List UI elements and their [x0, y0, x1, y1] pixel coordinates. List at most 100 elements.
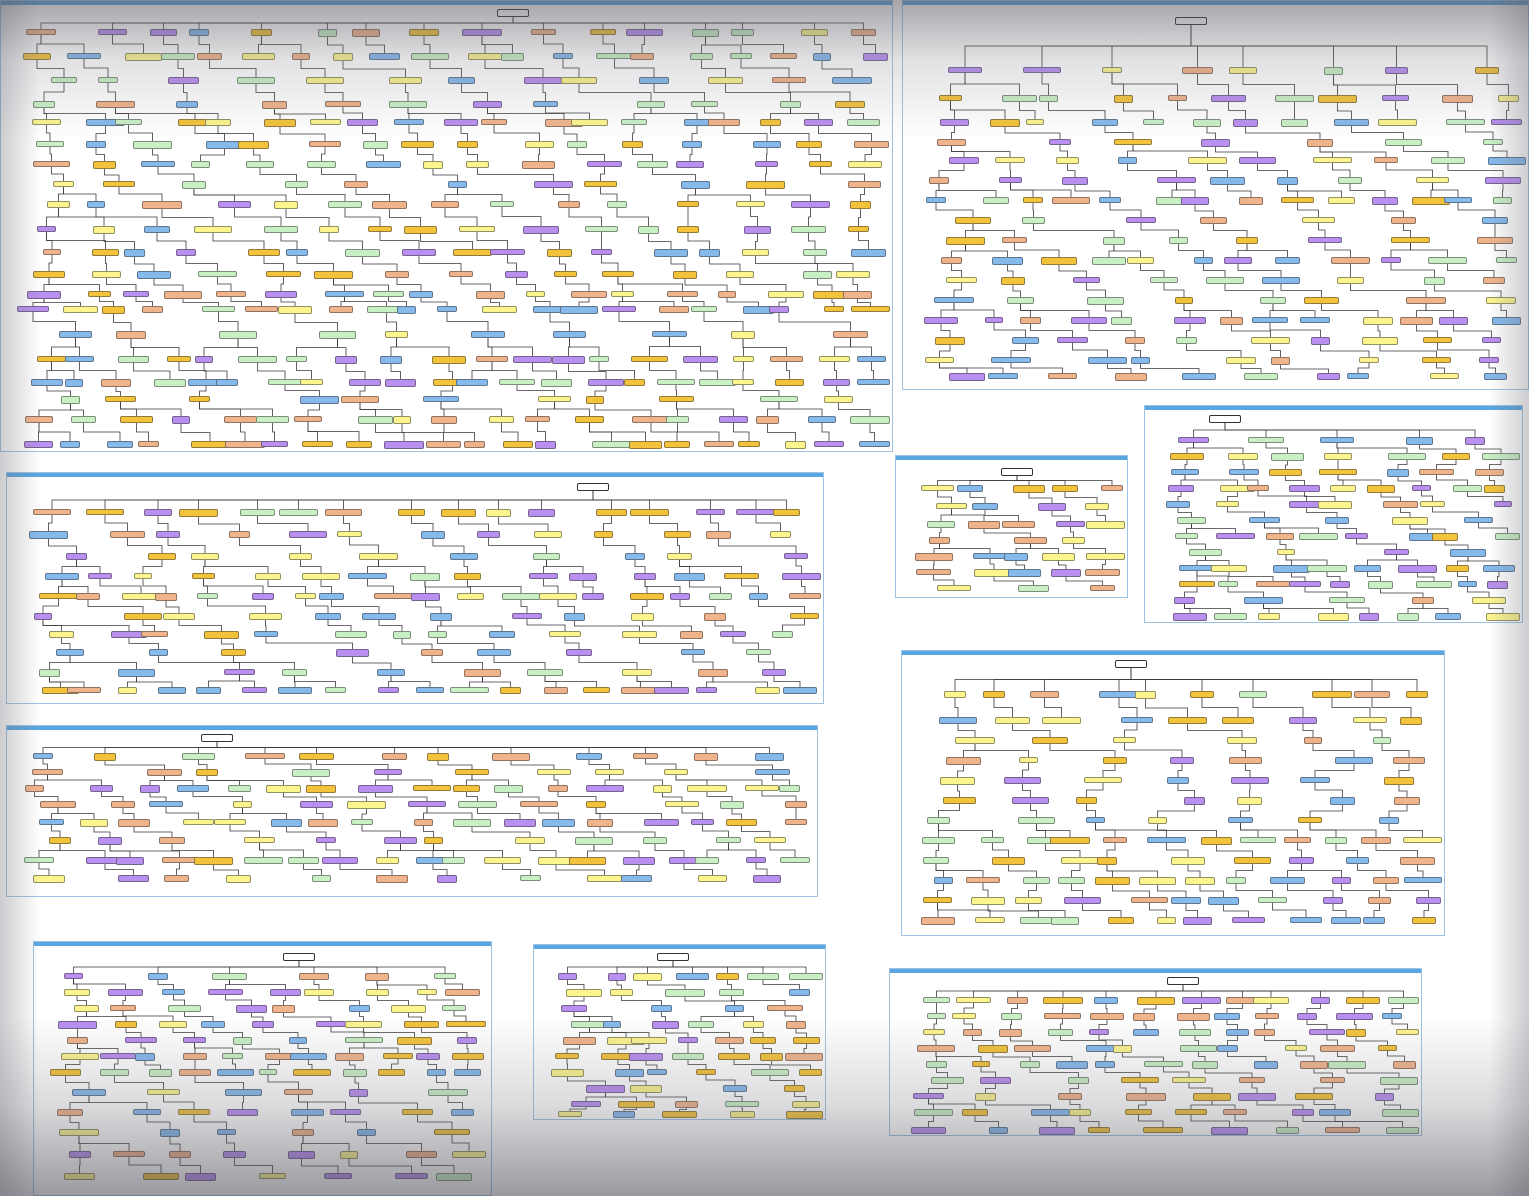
- tree-node[interactable]: [731, 331, 755, 339]
- tree-node[interactable]: [65, 379, 83, 387]
- tree-node[interactable]: [141, 631, 168, 637]
- tree-node[interactable]: [674, 573, 705, 581]
- tree-node[interactable]: [404, 226, 437, 234]
- tree-node[interactable]: [952, 1013, 976, 1019]
- tree-node[interactable]: [857, 356, 886, 362]
- tree-node[interactable]: [1170, 453, 1204, 460]
- tree-node[interactable]: [1292, 1109, 1314, 1116]
- tree-node[interactable]: [1058, 1093, 1082, 1100]
- tree-node[interactable]: [202, 306, 235, 312]
- tree-node[interactable]: [925, 357, 954, 363]
- tree-node[interactable]: [725, 1005, 744, 1012]
- tree-node[interactable]: [315, 613, 341, 620]
- tree-node[interactable]: [542, 819, 575, 827]
- tree-node[interactable]: [927, 1013, 946, 1019]
- tree-node[interactable]: [1388, 453, 1426, 460]
- tree-node[interactable]: [1211, 1127, 1248, 1135]
- tree-node[interactable]: [621, 875, 652, 882]
- tree-node[interactable]: [159, 837, 185, 844]
- tree-node[interactable]: [242, 53, 275, 60]
- tree-node[interactable]: [1168, 485, 1194, 492]
- tree-node[interactable]: [1492, 317, 1521, 325]
- tree-node[interactable]: [1189, 549, 1222, 556]
- tree-node[interactable]: [796, 141, 822, 148]
- tree-node[interactable]: [417, 989, 437, 995]
- tree-node[interactable]: [924, 317, 958, 324]
- tree-node[interactable]: [319, 593, 344, 600]
- tree-node[interactable]: [677, 201, 699, 207]
- tree-node[interactable]: [453, 819, 491, 827]
- tree-node[interactable]: [1391, 217, 1416, 224]
- tree-node[interactable]: [586, 785, 624, 792]
- tree-node[interactable]: [225, 441, 265, 448]
- tree-node[interactable]: [455, 769, 489, 775]
- tree-node[interactable]: [1387, 469, 1409, 477]
- tree-node[interactable]: [1121, 1077, 1159, 1083]
- tree-node[interactable]: [1007, 297, 1034, 304]
- tree-node[interactable]: [33, 101, 55, 108]
- tree-node[interactable]: [196, 769, 218, 776]
- tree-node[interactable]: [179, 1069, 211, 1076]
- tree-node[interactable]: [1251, 337, 1290, 344]
- tree-node[interactable]: [1042, 717, 1081, 724]
- tree-node[interactable]: [665, 801, 699, 807]
- tree-node[interactable]: [847, 119, 880, 126]
- tree-node[interactable]: [716, 837, 741, 843]
- tree-node[interactable]: [308, 819, 338, 827]
- tree-node[interactable]: [236, 1005, 267, 1013]
- tree-node[interactable]: [1289, 717, 1317, 724]
- tree-node[interactable]: [1388, 997, 1419, 1004]
- tree-node[interactable]: [286, 249, 308, 256]
- tree-node[interactable]: [1226, 877, 1246, 884]
- tree-node[interactable]: [1363, 317, 1393, 325]
- tree-node[interactable]: [372, 201, 407, 209]
- tree-node[interactable]: [651, 1005, 672, 1012]
- tree-node[interactable]: [1281, 197, 1314, 203]
- tree-node[interactable]: [87, 201, 105, 208]
- tree-node[interactable]: [452, 1053, 484, 1060]
- tree-node[interactable]: [1004, 553, 1028, 561]
- tree-node[interactable]: [1026, 119, 1044, 125]
- tree-node[interactable]: [1400, 857, 1435, 865]
- tree-node[interactable]: [98, 29, 127, 35]
- tree-node[interactable]: [450, 687, 489, 693]
- tree-node[interactable]: [1318, 501, 1352, 509]
- tree-node[interactable]: [736, 509, 776, 515]
- tree-node[interactable]: [571, 1101, 601, 1107]
- tree-node[interactable]: [428, 631, 447, 638]
- tree-node[interactable]: [804, 119, 833, 126]
- tree-node[interactable]: [1182, 373, 1216, 380]
- tree-node[interactable]: [413, 785, 451, 791]
- tree-node[interactable]: [615, 1069, 644, 1077]
- tree-node[interactable]: [246, 161, 274, 168]
- tree-node[interactable]: [1398, 565, 1437, 573]
- tree-node[interactable]: [266, 785, 301, 793]
- tree-node[interactable]: [588, 379, 624, 386]
- tree-node[interactable]: [789, 973, 823, 980]
- tree-node[interactable]: [1420, 501, 1445, 507]
- tree-node[interactable]: [64, 1173, 95, 1180]
- tree-node[interactable]: [673, 271, 697, 279]
- tree-node[interactable]: [1229, 67, 1257, 74]
- tree-node[interactable]: [1307, 565, 1347, 572]
- tree-node[interactable]: [622, 141, 643, 148]
- tree-node[interactable]: [670, 593, 690, 600]
- tree-node[interactable]: [409, 29, 439, 36]
- tree-node[interactable]: [37, 226, 56, 232]
- tree-node[interactable]: [385, 379, 416, 387]
- tree-node[interactable]: [307, 161, 336, 168]
- tree-node[interactable]: [704, 441, 734, 447]
- tree-node[interactable]: [659, 396, 694, 402]
- tree-node[interactable]: [452, 1151, 486, 1158]
- tree-node[interactable]: [105, 396, 136, 402]
- tree-node[interactable]: [1103, 837, 1127, 843]
- tree-node[interactable]: [746, 649, 771, 655]
- tree-node[interactable]: [1271, 453, 1304, 461]
- tree-node[interactable]: [1092, 257, 1126, 265]
- tree-node[interactable]: [457, 1037, 477, 1044]
- tree-node[interactable]: [1381, 257, 1401, 263]
- tree-node[interactable]: [1332, 877, 1351, 884]
- tree-node[interactable]: [349, 1089, 368, 1097]
- tree-node[interactable]: [1086, 553, 1125, 560]
- tree-node[interactable]: [489, 631, 515, 638]
